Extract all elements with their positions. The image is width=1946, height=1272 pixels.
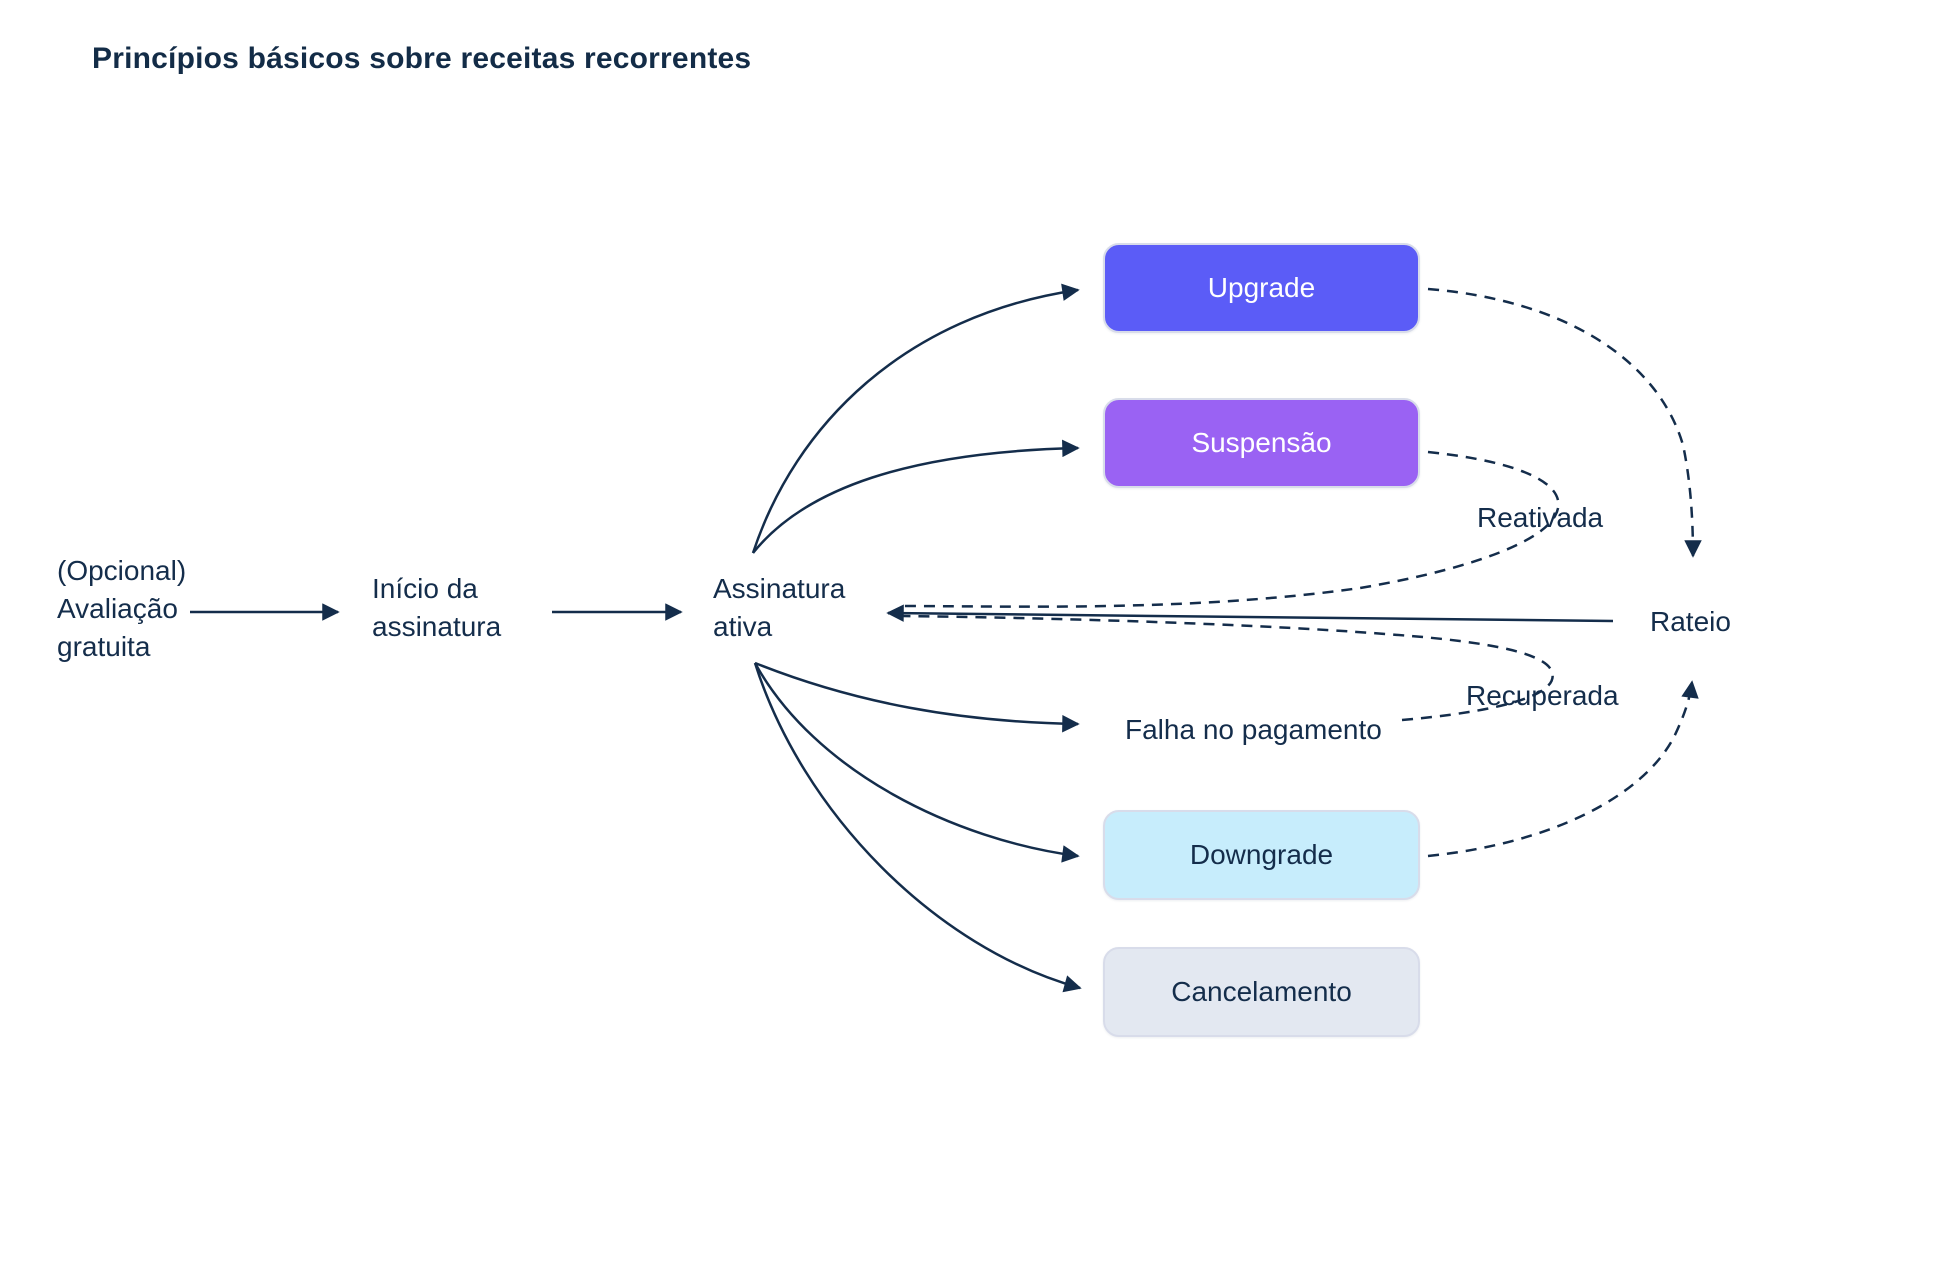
edge-label-reactivated: Reativada bbox=[1477, 502, 1604, 533]
node-free-trial: (Opcional) Avaliação gratuita bbox=[57, 555, 187, 662]
node-payment-failure: Falha no pagamento bbox=[1125, 714, 1382, 745]
node-suspension: Suspensão bbox=[1103, 398, 1420, 488]
node-active-subscription: Assinatura ativa bbox=[713, 573, 846, 642]
arrow-active-to-upgrade bbox=[751, 283, 1080, 554]
arrow-active-to-suspension bbox=[752, 439, 1080, 554]
edge-label-recovered: Recuperada bbox=[1466, 680, 1619, 711]
node-upgrade: Upgrade bbox=[1103, 243, 1420, 333]
node-proration: Rateio bbox=[1650, 606, 1731, 637]
dashed-downgrade-to-proration bbox=[1427, 680, 1699, 858]
arrow-proration-to-active bbox=[886, 604, 1614, 623]
dashed-suspension-reactivated-to-active bbox=[901, 450, 1560, 608]
dashed-upgrade-to-proration bbox=[1427, 287, 1702, 558]
arrow-active-to-payment-failure bbox=[754, 661, 1080, 733]
page-title: Princípios básicos sobre receitas recorr… bbox=[92, 42, 752, 75]
arrow-active-to-downgrade bbox=[753, 662, 1080, 863]
node-subscription-start: Início da assinatura bbox=[372, 573, 502, 642]
node-cancellation: Cancelamento bbox=[1103, 947, 1420, 1037]
arrow-active-to-cancellation bbox=[753, 662, 1082, 993]
node-downgrade: Downgrade bbox=[1103, 810, 1420, 900]
dashed-failure-recovered-to-active bbox=[901, 614, 1554, 722]
